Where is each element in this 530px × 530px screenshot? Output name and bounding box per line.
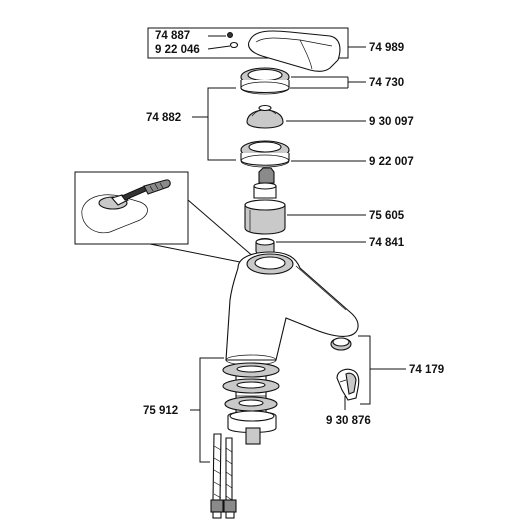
part-label-74882: 74 882 — [146, 112, 181, 124]
callout-group-aerator: 74 179 9 30 876 — [326, 335, 444, 427]
aerator-part — [330, 337, 352, 351]
part-label-922046: 9 22 046 — [155, 44, 200, 56]
screw-part — [227, 32, 239, 49]
faucet-body-part — [225, 251, 359, 366]
part-label-74989: 74 989 — [369, 42, 404, 54]
lever-handle-part — [247, 30, 341, 72]
leader-922046 — [207, 45, 231, 50]
part-label-74730: 74 730 — [369, 77, 404, 89]
part-label-74841: 74 841 — [369, 237, 405, 249]
part-label-75605: 75 605 — [369, 210, 405, 222]
part-label-922007: 9 22 007 — [369, 156, 414, 168]
part-label-930876: 9 30 876 — [326, 415, 371, 427]
callout-group-cartridge-cover: 74 730 74 882 — [146, 76, 404, 161]
detail-inset-frame — [74, 171, 189, 245]
washer-part — [229, 41, 239, 49]
handle-group-frame — [147, 27, 349, 59]
mounting-set-part — [210, 362, 280, 519]
cap-ring-part — [240, 67, 290, 95]
callout-group-handle: 74 887 9 22 046 74 989 — [147, 27, 404, 59]
callout-group-mounting: 75 912 — [143, 357, 224, 463]
dome-cap-part: 9 30 097 — [246, 104, 414, 129]
part-label-930097: 9 30 097 — [369, 116, 414, 128]
aerator-key-part — [336, 368, 360, 401]
bracket-74179 — [358, 335, 371, 405]
part-label-74179: 74 179 — [409, 364, 444, 376]
part-label-75912: 75 912 — [143, 405, 178, 417]
retaining-ring-part: 9 22 007 — [240, 140, 414, 168]
cartridge-part: 75 605 — [244, 167, 405, 235]
detail-inset — [74, 171, 256, 263]
part-label-74887: 74 887 — [155, 30, 190, 42]
bracket-74882 — [207, 87, 236, 161]
